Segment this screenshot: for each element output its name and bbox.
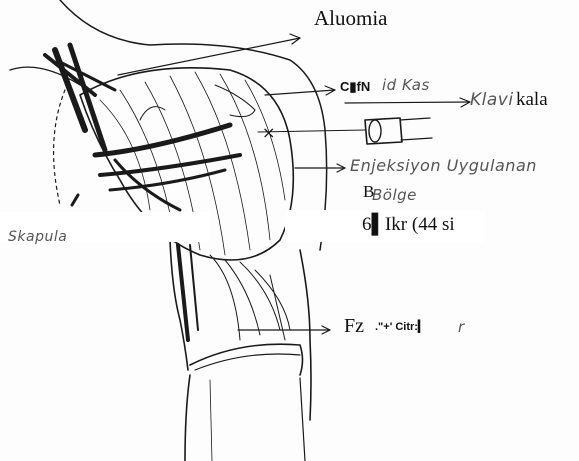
arrow-aluomia xyxy=(118,38,300,75)
label-fz-tail: r xyxy=(458,320,465,335)
label-klavikula-part1: Klavi xyxy=(470,92,514,109)
label-coracoid-part2: id Kas xyxy=(382,78,430,93)
arrow-klavikula xyxy=(345,102,470,103)
scapula-outline xyxy=(54,90,65,205)
label-enjeksiyon: Enjeksiyon Uygulanan xyxy=(350,158,537,174)
label-deltoid-caption: 6▌Ikr (44 si xyxy=(362,215,455,234)
syringe-barrel xyxy=(365,118,402,144)
label-aluomia: Aluomia xyxy=(314,8,388,29)
label-bolge: Bölge xyxy=(372,188,417,203)
arrow-coracoid xyxy=(265,90,335,95)
label-bolge-overlay: B xyxy=(363,183,374,200)
label-coracoid-part1: C▮fN xyxy=(340,80,370,93)
elbow-band xyxy=(190,344,303,375)
label-fz: Fz xyxy=(344,316,364,336)
upper-arm-right-edge xyxy=(300,250,311,420)
label-klavikula-part2: kala xyxy=(516,90,548,109)
svg-text:×: × xyxy=(262,123,275,142)
label-skapula: Skapula xyxy=(8,230,67,244)
label-fz-small: ."+' Citr:▎ xyxy=(375,322,426,333)
